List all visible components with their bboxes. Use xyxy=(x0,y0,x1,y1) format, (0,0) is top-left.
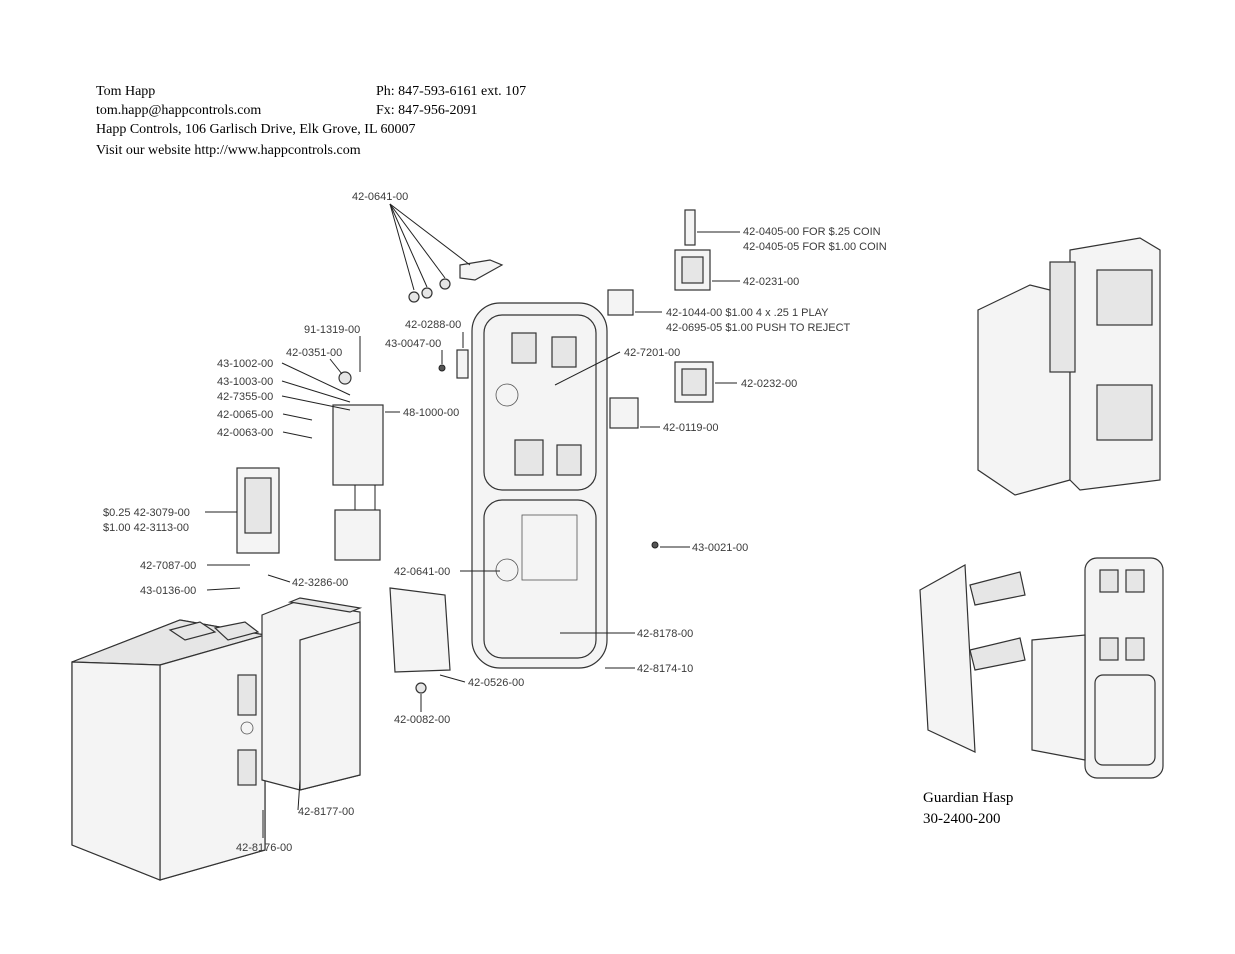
contact-phone: Ph: 847-593-6161 ext. 107 xyxy=(376,84,527,99)
part-label: 42-0405-05 FOR $1.00 COIN xyxy=(743,241,887,253)
part-label: 42-0641-00 xyxy=(394,566,450,578)
part-label: 43-0136-00 xyxy=(140,585,196,597)
part-label: 42-0231-00 xyxy=(743,276,799,288)
part-label: 42-8176-00 xyxy=(236,842,292,854)
part-label: 42-8174-10 xyxy=(637,663,693,675)
part-label: 42-0232-00 xyxy=(741,378,797,390)
part-label: 48-1000-00 xyxy=(403,407,459,419)
part-label: $1.00 42-3113-00 xyxy=(103,522,189,534)
guardian-hasp-title: Guardian Hasp xyxy=(923,790,1014,806)
part-label: 42-0119-00 xyxy=(663,422,718,434)
contact-address: Happ Controls, 106 Garlisch Drive, Elk G… xyxy=(96,122,416,137)
part-label: 91-1319-00 xyxy=(304,324,360,336)
part-label: 42-0288-00 xyxy=(405,319,461,331)
part-label: 42-0641-00 xyxy=(352,191,408,203)
small-parts-drawing xyxy=(338,209,714,694)
part-label: 42-7087-00 xyxy=(140,560,196,572)
part-label: 42-0063-00 xyxy=(217,427,273,439)
inner-box-drawing xyxy=(261,597,363,791)
part-label: 43-0021-00 xyxy=(692,542,748,554)
part-label: 43-0047-00 xyxy=(385,338,441,350)
part-label: 42-7201-00 xyxy=(624,347,680,359)
guardian-hasp-part-number: 30-2400-200 xyxy=(923,811,1001,827)
part-label: 42-3286-00 xyxy=(292,577,348,589)
cash-box-drawing xyxy=(71,619,266,881)
part-label: 42-8177-00 xyxy=(298,806,354,818)
guardian-coin-door-drawing xyxy=(977,237,1161,496)
leader-lines xyxy=(205,203,740,838)
part-label: 42-0351-00 xyxy=(286,347,342,359)
part-label: 42-8178-00 xyxy=(637,628,693,640)
part-label: 42-0526-00 xyxy=(468,677,524,689)
part-label: 42-0082-00 xyxy=(394,714,450,726)
part-label: 42-0065-00 xyxy=(217,409,273,421)
contact-fax: Fx: 847-956-2091 xyxy=(376,103,478,118)
part-label: 43-1002-00 xyxy=(217,358,273,370)
part-label: 42-0695-05 $1.00 PUSH TO REJECT xyxy=(666,322,851,334)
coin-mech-drawing xyxy=(236,404,384,561)
part-label: $0.25 42-3079-00 xyxy=(103,507,190,519)
part-label: 43-1003-00 xyxy=(217,376,273,388)
part-label: 42-1044-00 $1.00 4 x .25 1 PLAY xyxy=(666,307,829,319)
contact-website: Visit our website http://www.happcontrol… xyxy=(96,143,361,158)
coin-door-drawing xyxy=(471,302,608,669)
contact-email: tom.happ@happcontrols.com xyxy=(96,103,262,118)
part-label: 42-0405-00 FOR $.25 COIN xyxy=(743,226,881,238)
guardian-hasp-drawing xyxy=(919,557,1164,779)
part-label: 42-7355-00 xyxy=(217,391,273,403)
contact-name: Tom Happ xyxy=(96,84,156,99)
